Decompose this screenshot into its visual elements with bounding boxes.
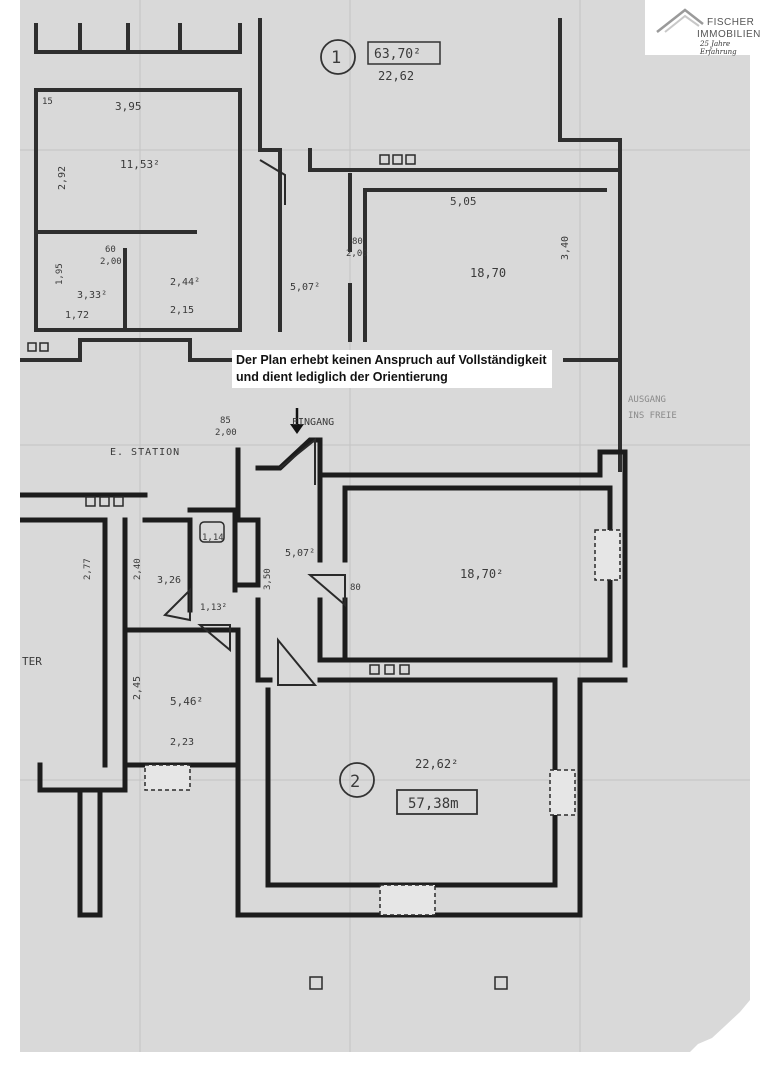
- lower-hall-area: 5,07²: [285, 548, 315, 559]
- lower-room-area: 18,70²: [460, 567, 503, 581]
- door-80: 80: [352, 237, 363, 247]
- small-room-height: 1,95: [55, 263, 65, 285]
- unit1-area-box: [367, 41, 441, 65]
- unit2-number: 2: [350, 772, 360, 792]
- upper-hall-area: 5,07²: [290, 282, 320, 293]
- kitchen-width: 2,23: [170, 737, 194, 748]
- small-room-area: 3,33²: [77, 290, 107, 301]
- entrance-label: EINGANG: [292, 417, 334, 428]
- disclaimer-box: Der Plan erhebt keinen Anspruch auf Voll…: [232, 350, 552, 388]
- lower-walls: [20, 437, 628, 918]
- upper-left-area: 11,53²: [120, 158, 160, 171]
- upper-room-area: 18,70: [470, 266, 506, 280]
- small-hall-area: 1,13²: [200, 603, 227, 613]
- door-85: 85: [220, 416, 231, 426]
- windows: [144, 529, 621, 916]
- unit1-sub-area: 22,62: [378, 69, 414, 83]
- entrance-arrow-icon: [290, 408, 304, 434]
- kitchen-height: 2,45: [132, 676, 143, 700]
- side-room-label: TER: [22, 655, 42, 668]
- upper-left-width: 3,95: [115, 100, 142, 113]
- floor-plan-sheet: 1 63,70² 22,62 2 57,38m 22,62² EINGANG E…: [20, 0, 750, 1052]
- door-upper-left: 15: [42, 97, 53, 107]
- unit2-total-area: 57,38m: [408, 796, 459, 812]
- station-label: E. STATION: [110, 447, 180, 458]
- house-roof-icon: [656, 8, 704, 33]
- disclaimer-line-1: Der Plan erhebt keinen Anspruch auf Voll…: [236, 353, 547, 367]
- small-room-width: 1,72: [65, 310, 89, 321]
- floor-plan-drawing: 1 63,70² 22,62 2 57,38m 22,62² EINGANG E…: [20, 0, 750, 1052]
- torn-corner: [690, 1000, 750, 1052]
- unit1-number: 1: [331, 48, 341, 68]
- logo-tagline: 25 Jahre Erfahrung: [700, 40, 737, 56]
- upper-room-width: 5,05: [450, 195, 477, 208]
- upper-walls: [20, 18, 622, 472]
- small-room2-width: 2,15: [170, 305, 194, 316]
- disclaimer-line-2: und dient lediglich der Orientierung: [236, 370, 448, 384]
- small-room2-area: 2,44²: [170, 277, 200, 288]
- wc-area: 1,14: [202, 533, 224, 543]
- unit1-total-area: 63,70²: [374, 47, 421, 62]
- door-200-b: 2,00: [346, 249, 368, 259]
- unit2-circle: [339, 762, 375, 798]
- side-width: 2,77: [83, 558, 93, 580]
- kitchen-area: 5,46²: [170, 695, 203, 708]
- bath-area: 3,26: [157, 575, 181, 586]
- door-200-a: 2,00: [100, 257, 122, 267]
- door-200-c: 2,00: [215, 428, 237, 438]
- upper-room-height: 3,40: [560, 236, 571, 260]
- door-swings: [162, 159, 346, 686]
- door-60: 60: [105, 245, 116, 255]
- unit2-sub-area: 22,62²: [415, 757, 458, 771]
- unit2-area-box: [396, 789, 478, 815]
- lower-door-80: 80: [350, 583, 361, 593]
- bath-height: 2,40: [133, 558, 143, 580]
- exit-label: AUSGANG: [628, 395, 666, 405]
- logo-name-line2: IMMOBILIEN: [697, 29, 761, 40]
- unit1-circle: [320, 39, 356, 75]
- outside-label: INS FREIE: [628, 411, 677, 421]
- upper-left-height: 2,92: [57, 166, 68, 190]
- logo-name-line1: FISCHER: [707, 17, 755, 28]
- lower-hall-height: 3,50: [263, 568, 273, 590]
- fixtures: [27, 154, 508, 990]
- company-logo: FISCHER IMMOBILIEN 25 Jahre Erfahrung: [645, 0, 764, 56]
